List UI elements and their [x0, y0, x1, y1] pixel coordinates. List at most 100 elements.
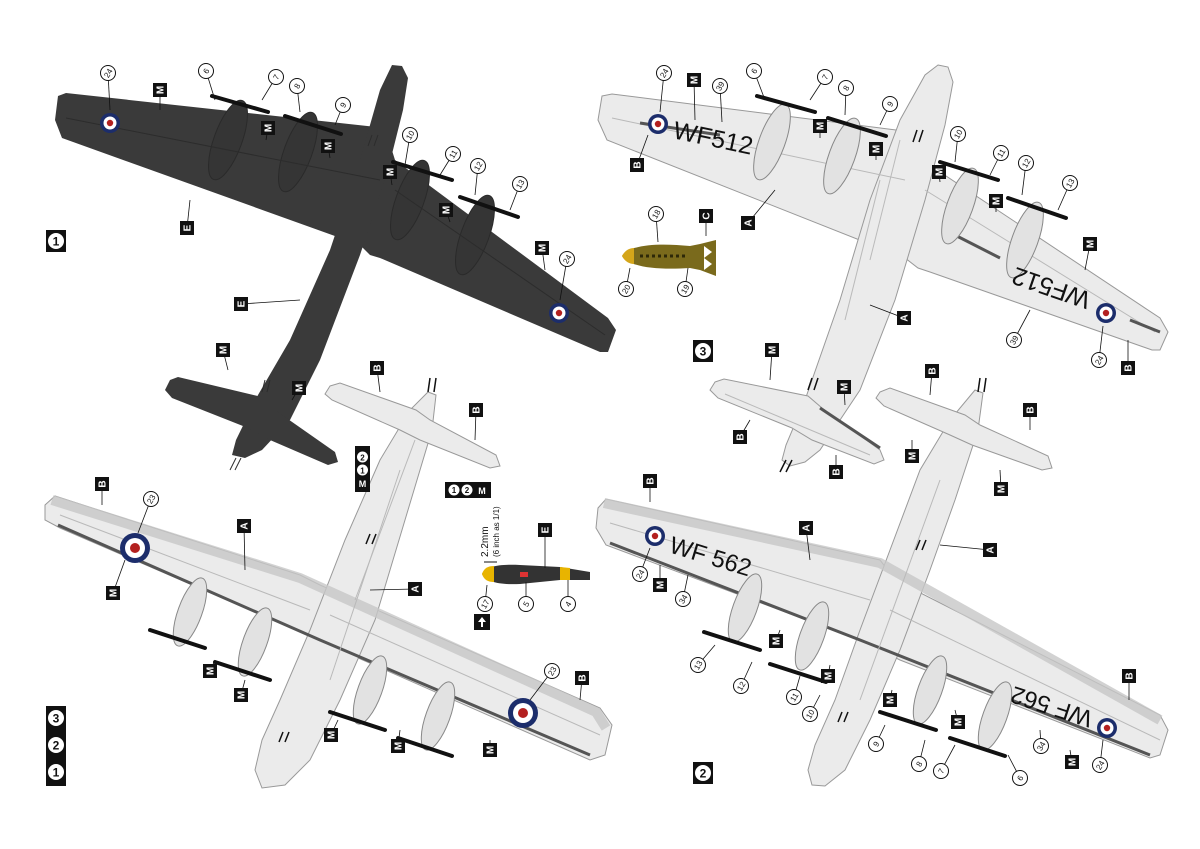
leader-line: [369, 588, 416, 591]
svg-text:5: 5: [521, 600, 531, 609]
dark-fuselage: [232, 65, 408, 458]
label-box-b: B: [829, 465, 843, 479]
svg-text:A: A: [744, 219, 755, 226]
light-fuselage-2: [807, 389, 984, 787]
callout-6: 6: [746, 63, 762, 79]
callout-39: 39: [1006, 332, 1022, 348]
label-box-e: E: [538, 523, 552, 537]
svg-text:M: M: [690, 76, 701, 84]
dark-nacelle-4: [455, 194, 495, 276]
label-box-m: M: [153, 83, 167, 97]
callout-8: 8: [289, 78, 305, 94]
svg-text:E: E: [183, 224, 194, 231]
callout-7: 7: [817, 69, 833, 85]
aircraft-light-top-view-3: WF512 WF512: [597, 64, 1169, 473]
light-fuselage-3: [781, 64, 954, 467]
label-box-a: A: [897, 311, 911, 325]
roundel-3-right: [1096, 303, 1116, 323]
label-box-a: A: [799, 521, 813, 535]
svg-text:M: M: [327, 731, 338, 739]
svg-text:M: M: [1068, 758, 1079, 766]
callout-8: 8: [911, 756, 927, 772]
roundel-3-left: [648, 114, 668, 134]
label-box-a: A: [983, 543, 997, 557]
dark-prop-1: [210, 94, 270, 114]
label-box-m: M: [483, 743, 497, 757]
svg-text:M: M: [908, 452, 919, 460]
callout-34: 34: [675, 591, 691, 607]
svg-text:7: 7: [820, 73, 830, 82]
callout-18: 18: [648, 206, 664, 222]
svg-text:8: 8: [841, 84, 851, 93]
callout-24: 24: [1091, 352, 1107, 368]
svg-text:M: M: [872, 145, 883, 153]
tail-stack-m: M: [359, 479, 367, 489]
svg-text:M: M: [954, 718, 965, 726]
tail-stack-1: 1: [360, 467, 365, 476]
callout-5: 5: [518, 596, 534, 612]
label-box-b: B: [733, 430, 747, 444]
dark-nacelle-1: [208, 99, 248, 181]
label-box-m: M: [869, 142, 883, 156]
svg-text:B: B: [98, 480, 109, 487]
callout-13: 13: [512, 176, 528, 192]
label-box-m: M: [813, 119, 827, 133]
scheme-2-badge: 2: [700, 767, 707, 781]
label-box-b: B: [630, 158, 644, 172]
svg-text:M: M: [394, 742, 405, 750]
callout-13: 13: [1062, 175, 1078, 191]
dark-prop-4: [458, 195, 520, 219]
dark-wing: [55, 93, 616, 352]
callout-19: 19: [677, 281, 693, 297]
callout-10: 10: [802, 706, 818, 722]
callout-20: 20: [618, 281, 634, 297]
label-box-b: B: [575, 671, 589, 685]
prop-dimension: 2.2mm: [480, 526, 491, 557]
label-box-m: M: [261, 121, 275, 135]
svg-text:B: B: [736, 433, 747, 440]
svg-text:8: 8: [914, 760, 924, 769]
svg-text:A: A: [411, 585, 422, 592]
svg-text:E: E: [237, 300, 248, 307]
callout-34: 34: [1033, 738, 1049, 754]
aircraft-underside-1-2: [44, 377, 613, 789]
label-box-b: B: [95, 477, 109, 491]
callout-6: 6: [1012, 770, 1028, 786]
callout-24: 24: [559, 251, 575, 267]
callout-13: 13: [690, 657, 706, 673]
label-box-b: B: [1122, 669, 1136, 683]
svg-text:M: M: [264, 124, 275, 132]
scheme-stack-1: 1: [53, 766, 60, 780]
callout-8: 8: [838, 80, 854, 96]
scheme-stack-2: 2: [53, 739, 60, 753]
callout-39: 39: [712, 78, 728, 94]
svg-text:7: 7: [936, 767, 946, 776]
label-box-m: M: [837, 380, 851, 394]
label-box-b: B: [1023, 403, 1037, 417]
label-box-e: E: [234, 297, 248, 311]
svg-text:9: 9: [871, 740, 881, 749]
callout-6: 6: [198, 63, 214, 79]
scheme-stack-3: 3: [53, 712, 60, 726]
callout-24: 24: [656, 65, 672, 81]
callout-9: 9: [882, 96, 898, 112]
label-box-m: M: [383, 165, 397, 179]
svg-text:B: B: [1124, 364, 1135, 371]
propeller-detail: 2.2mm (6 inch as 1/1): [480, 506, 590, 585]
svg-text:6: 6: [201, 67, 211, 76]
label-box-a: A: [237, 519, 251, 533]
dark-roundel-right: [549, 303, 569, 323]
label-box-a: A: [741, 216, 755, 230]
svg-text:B: B: [646, 477, 657, 484]
label-box-m: M: [439, 203, 453, 217]
label-box-m: M: [883, 693, 897, 707]
callout-17: 17: [477, 596, 493, 612]
svg-text:M: M: [206, 667, 217, 675]
label-box-e: E: [180, 221, 194, 235]
label-box-m: M: [234, 688, 248, 702]
callout-7: 7: [933, 763, 949, 779]
svg-text:B: B: [832, 468, 843, 475]
callout-11: 11: [993, 145, 1009, 161]
label-box-c: C: [699, 209, 713, 223]
